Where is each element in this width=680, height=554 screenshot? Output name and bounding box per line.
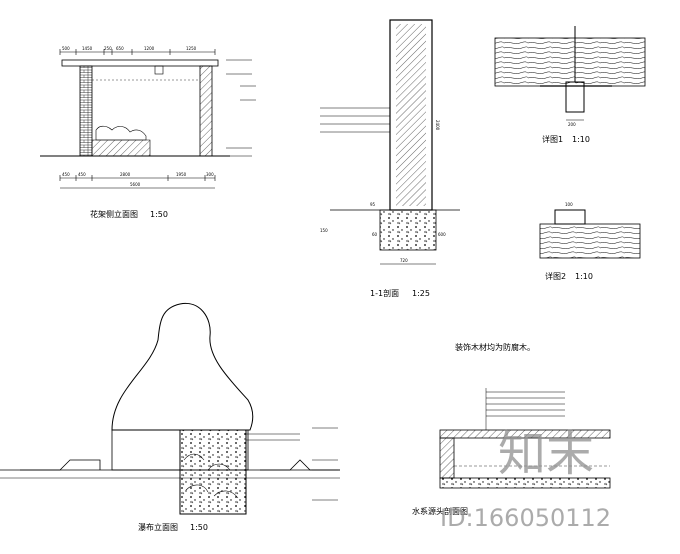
watermark-logo-text: 知末 <box>498 426 594 482</box>
post <box>199 65 213 157</box>
dim-60: 60 <box>372 232 378 237</box>
plants <box>95 125 147 141</box>
water-source-section: 装饰木材均为防腐木。 水系源头剖面图 <box>412 342 611 516</box>
section-1-1: 2400 95 720 60 600 150 1-1剖面 1:25 <box>320 19 460 298</box>
detail-1: 200 详图1 1:10 <box>494 26 646 144</box>
beam-end <box>154 65 164 75</box>
top-dim-3: 250 <box>104 46 112 51</box>
section-caption: 1-1剖面 <box>370 288 399 298</box>
detail1-scale: 1:10 <box>572 135 590 144</box>
top-dim-4: 650 <box>116 46 124 51</box>
leader-lines <box>320 107 390 133</box>
dim-600: 600 <box>438 232 446 237</box>
detail-2: 100 详图2 1:10 <box>539 202 641 281</box>
water-source-caption: 水系源头剖面图 <box>412 506 468 516</box>
waterfall-elevation: 瀑布立面图 1:50 <box>0 302 340 532</box>
watermark: 知末 ID:166050112 <box>440 426 611 532</box>
top-dim-6: 1250 <box>186 46 197 51</box>
level-marks <box>226 59 256 157</box>
dim-95: 95 <box>370 202 376 207</box>
bottom-dim-5: 300 <box>206 172 214 177</box>
flower-stand-caption: 花架侧立面图 <box>90 209 138 219</box>
pool-coping <box>439 429 611 439</box>
detail2-block <box>554 209 586 225</box>
rock-outline <box>111 302 254 431</box>
bottom-dimension-ticks <box>59 175 216 181</box>
detail1-dim-a: 200 <box>568 122 576 127</box>
waterfall-caption: 瀑布立面图 <box>138 522 178 532</box>
top-dimension-ticks <box>59 49 216 55</box>
layer-note: 150 <box>320 228 328 233</box>
total-dim: 5600 <box>130 182 141 187</box>
foundation-section <box>179 429 247 515</box>
pool-base <box>439 477 611 489</box>
pergola-beam <box>61 59 219 67</box>
footing <box>379 209 437 251</box>
waterfall-scale: 1:50 <box>190 523 208 532</box>
detail2-timber <box>539 223 641 259</box>
brick-column <box>79 65 93 157</box>
planter <box>91 139 151 157</box>
timber-note: 装饰木材均为防腐木。 <box>455 342 535 352</box>
bottom-dim-4: 1950 <box>176 172 187 177</box>
steel-connector <box>565 81 585 113</box>
top-dim-5: 1200 <box>144 46 155 51</box>
height-dim: 2400 <box>435 120 440 131</box>
waterfall-leaders <box>246 427 338 501</box>
detail2-caption: 详图2 <box>545 271 566 281</box>
pool-wall <box>439 437 455 479</box>
bottom-dim-3: 2800 <box>120 172 131 177</box>
section-scale: 1:25 <box>412 289 430 298</box>
detail2-scale: 1:10 <box>575 272 593 281</box>
watermark-id: ID:166050112 <box>440 504 611 532</box>
footing-width-dim: 720 <box>400 258 408 263</box>
pool-leaders <box>485 388 565 430</box>
detail1-caption: 详图1 <box>542 134 563 144</box>
top-dim-2: 1450 <box>82 46 93 51</box>
flower-stand-scale: 1:50 <box>150 210 168 219</box>
bottom-dim-2: 450 <box>78 172 86 177</box>
bottom-dim-1: 450 <box>62 172 70 177</box>
flower-stand-elevation: 500 1450 250 650 1200 1250 450 450 2800 … <box>40 46 256 219</box>
top-dim-1: 500 <box>62 46 70 51</box>
timber-beam <box>494 37 646 87</box>
detail2-dim: 100 <box>565 202 573 207</box>
